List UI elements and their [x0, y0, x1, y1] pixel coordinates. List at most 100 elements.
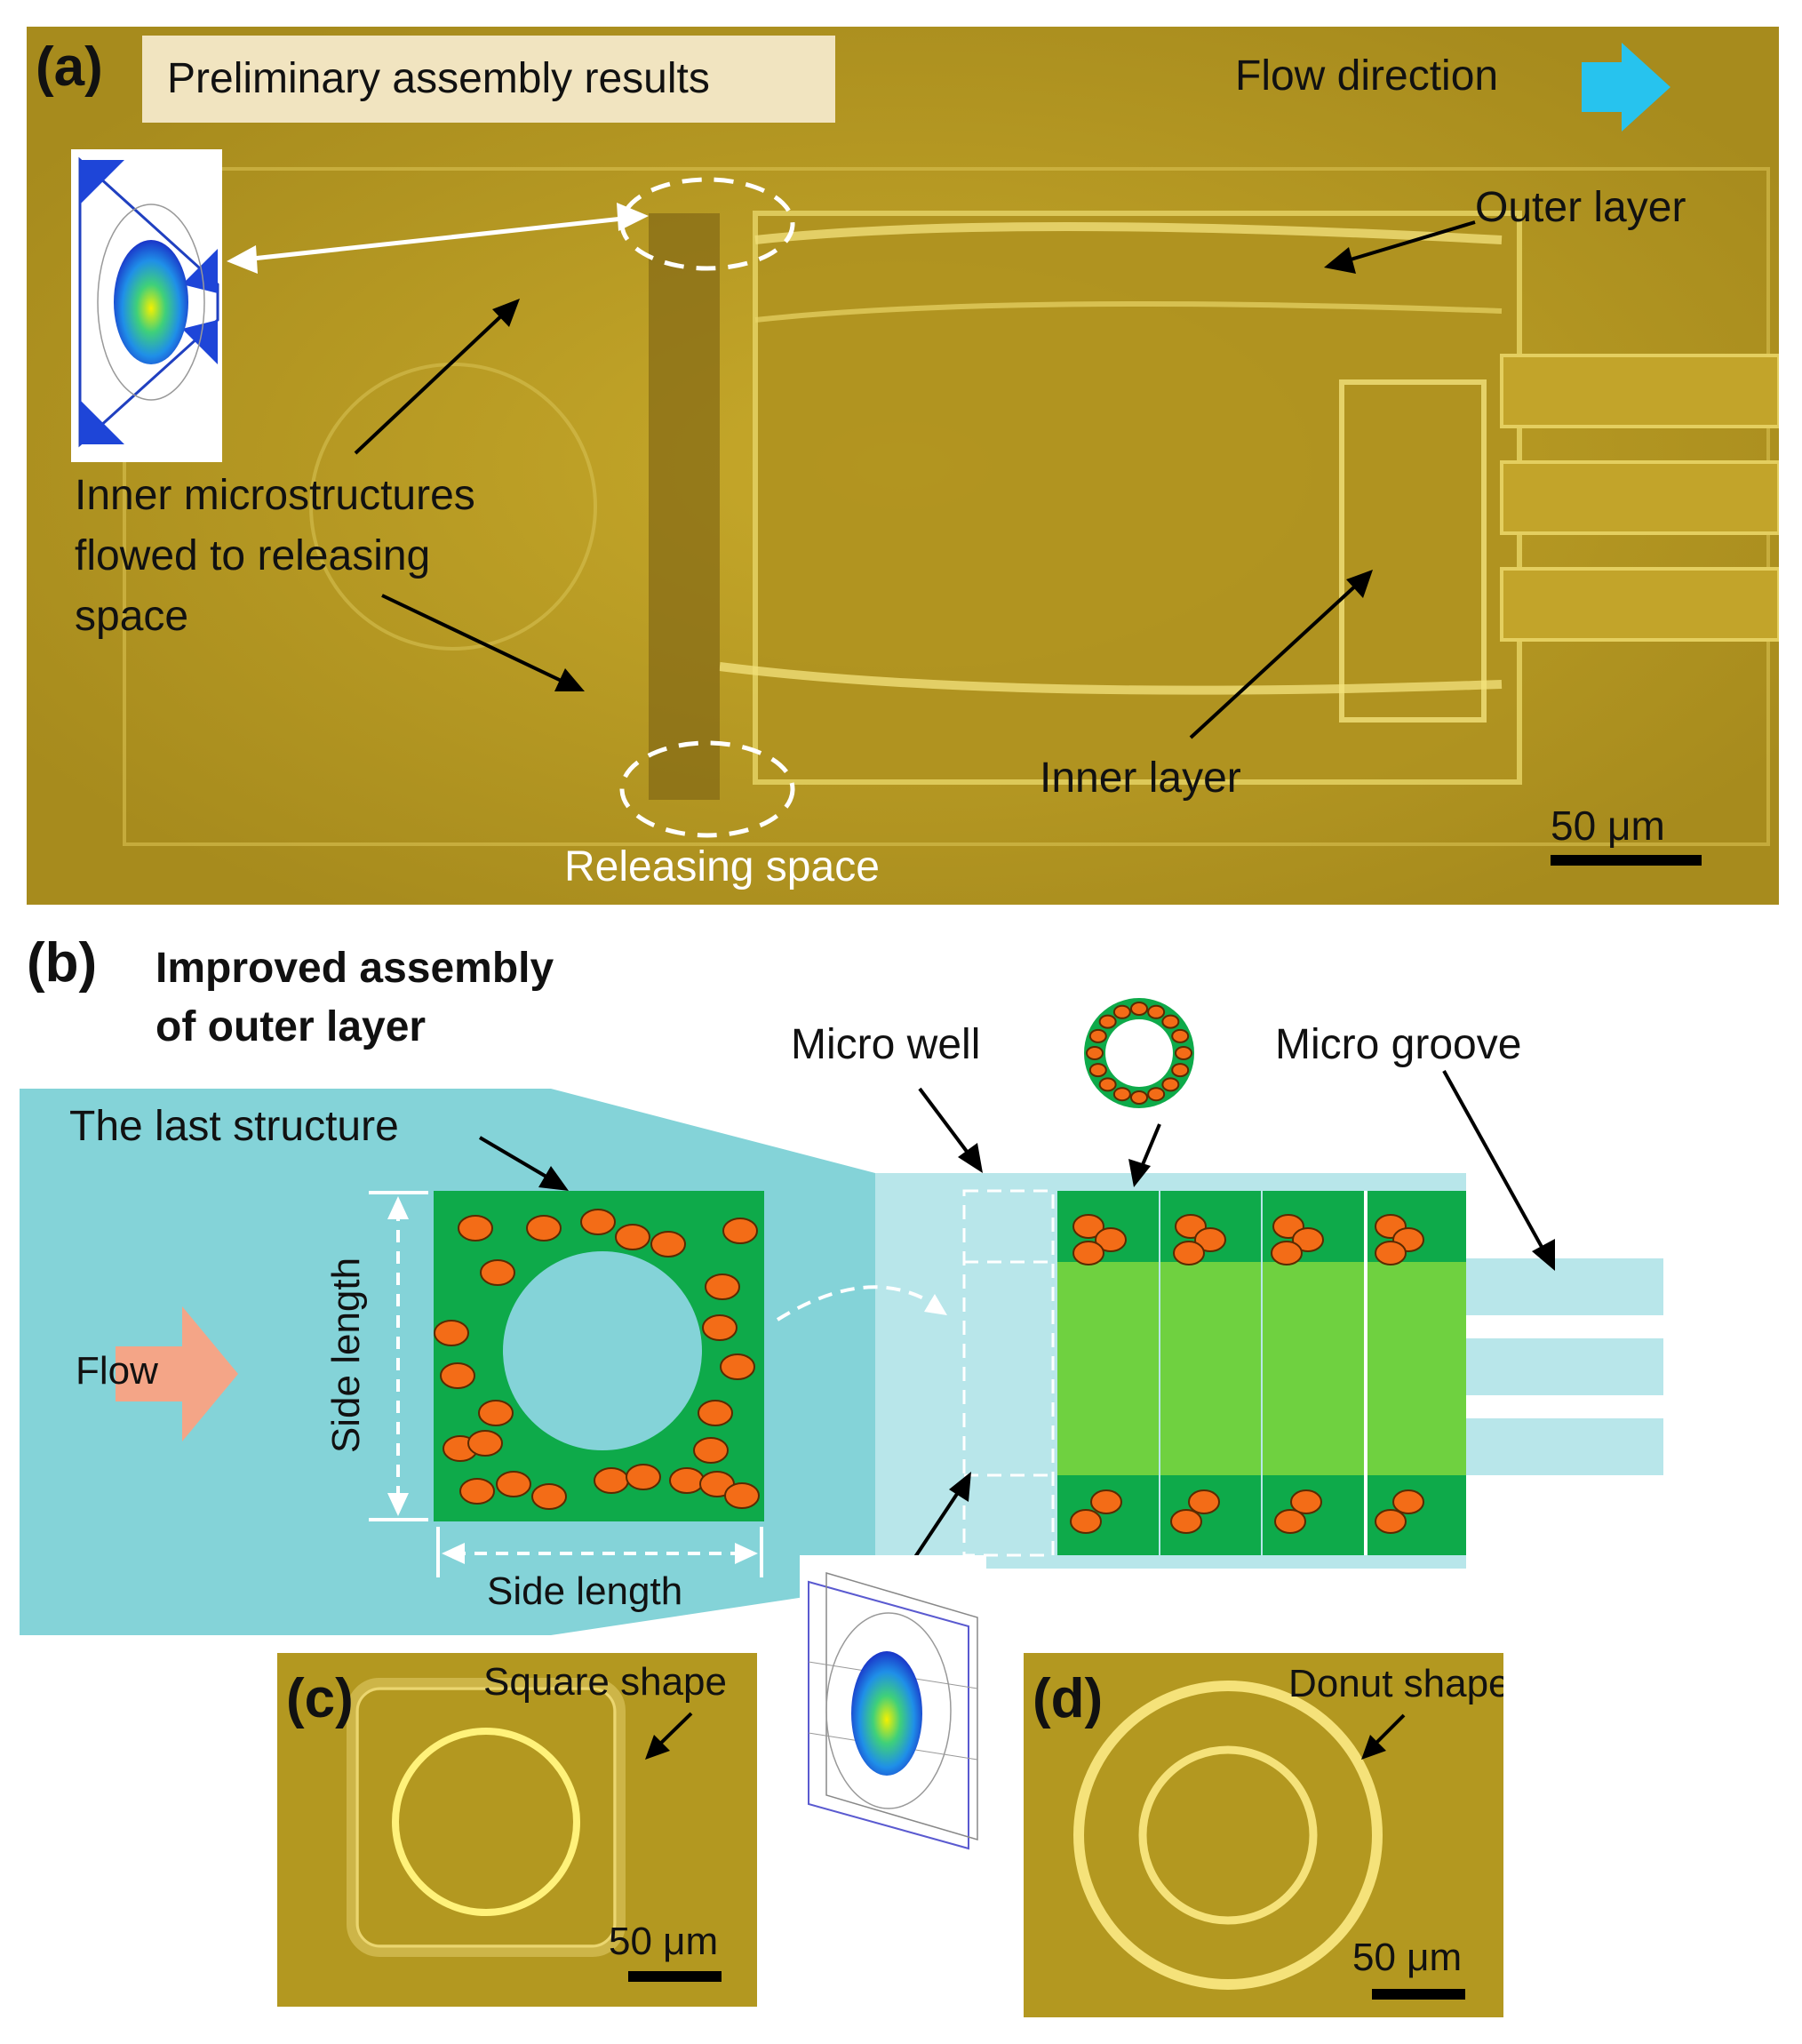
ring-cell: [1175, 1046, 1192, 1060]
ring-cell-group: [1086, 1002, 1192, 1105]
stack-cell: [1375, 1241, 1407, 1266]
cell: [720, 1353, 755, 1380]
outer-layer-label: Outer layer: [1475, 184, 1686, 231]
panel-b-schematic: [20, 998, 1663, 1635]
panel-d-micrograph: [1024, 1653, 1503, 2017]
donut-shape-label: Donut shape: [1288, 1662, 1503, 1705]
simulation-inset-b: [800, 1555, 986, 1857]
scale-bar-a: [1551, 855, 1702, 866]
cell: [440, 1362, 475, 1389]
transfer-dashed-arrow: [776, 1285, 947, 1321]
cell: [531, 1483, 567, 1510]
stack-cell: [1070, 1509, 1102, 1534]
panel-d: (d) Donut shape 50 μm: [1024, 1653, 1503, 2017]
cell: [496, 1471, 531, 1497]
ring-cell: [1112, 1087, 1131, 1102]
scale-bar-d-label: 50 μm: [1352, 1936, 1463, 1979]
ring-cell: [1098, 1014, 1117, 1029]
flow-direction-label: Flow direction: [1235, 52, 1499, 100]
cell: [480, 1259, 515, 1286]
ring-cell: [1161, 1014, 1180, 1029]
micro-well-label: Micro well: [791, 1021, 981, 1068]
panel-b-title-line-1: Improved assembly: [155, 945, 554, 992]
stack-cell: [1188, 1489, 1220, 1514]
micro-groove-2: [1466, 1338, 1663, 1395]
panel-label-d: (d): [1033, 1668, 1104, 1729]
the-last-structure-label: The last structure: [69, 1103, 399, 1150]
side-length-vertical-dimension: [369, 1191, 428, 1521]
square-shape-arrow-icon: [645, 1712, 693, 1760]
flow-arrow-icon: [116, 1306, 238, 1441]
releasing-space-ellipse-top: [619, 177, 795, 271]
cell: [526, 1215, 562, 1242]
banner-title: Preliminary assembly results: [142, 36, 835, 123]
inner-microstructures-line-1: Inner microstructures: [75, 472, 475, 519]
inner-microstructures-line-2: flowed to releasing: [75, 532, 431, 579]
inner-microstructures-line-3: space: [75, 593, 189, 640]
releasing-space-ellipse-bottom: [619, 740, 795, 838]
cell-group: [434, 1209, 1424, 1534]
ring-cell: [1088, 1063, 1107, 1078]
panel-b-title-line-2: of outer layer: [155, 1003, 427, 1050]
square-shape-label: Square shape: [483, 1660, 727, 1704]
cell: [459, 1478, 495, 1505]
side-length-horizontal-dimension: [436, 1527, 763, 1577]
stack-cell: [1274, 1509, 1306, 1534]
cell: [724, 1482, 760, 1509]
stack-cell: [1290, 1489, 1322, 1514]
stack-cell: [1072, 1214, 1104, 1239]
last-structure: [434, 1191, 764, 1521]
ring-cell: [1130, 1002, 1148, 1016]
cell: [615, 1224, 650, 1250]
stack-cell: [1194, 1227, 1226, 1252]
side-length-vertical-label: Side length: [324, 1257, 368, 1454]
cell: [693, 1437, 729, 1464]
cell: [458, 1215, 493, 1242]
cell: [705, 1274, 740, 1300]
scale-bar-c-label: 50 μm: [609, 1920, 719, 1963]
cell: [650, 1231, 686, 1258]
stack-cell: [1271, 1241, 1303, 1266]
cell: [722, 1218, 758, 1244]
stack-cell: [1392, 1489, 1424, 1514]
ring-cell: [1171, 1028, 1190, 1043]
panel-a-micrograph: [27, 27, 1779, 905]
panel-label-b: (b): [27, 932, 98, 994]
panel-a: (a) Preliminary assembly results Flow di…: [27, 27, 1779, 905]
cell: [702, 1314, 738, 1341]
panel-label-a: (a): [36, 36, 103, 98]
micro-groove-1: [1466, 1258, 1663, 1315]
inset-simulation-image: [71, 149, 222, 462]
cell: [467, 1430, 503, 1457]
ring-cell: [1147, 1087, 1166, 1102]
cell: [698, 1400, 733, 1426]
releasing-space-label: Releasing space: [564, 843, 880, 890]
ring-cell: [1171, 1063, 1190, 1078]
ring-cell: [1130, 1090, 1148, 1105]
ring-cell: [1147, 1004, 1166, 1019]
cell: [594, 1467, 629, 1494]
stack-cell: [1173, 1241, 1205, 1266]
stack-cell: [1292, 1227, 1324, 1252]
panel-c: (c) Square shape 50 μm: [277, 1653, 757, 2007]
pointer-arrows-b: [478, 1070, 1555, 1588]
double-arrow-icon: [227, 203, 649, 274]
ring-cell: [1161, 1077, 1180, 1092]
micro-groove-label: Micro groove: [1275, 1021, 1522, 1068]
scale-bar-d: [1372, 1989, 1465, 2000]
micro-well-dashed: [962, 1189, 1055, 1557]
cell: [626, 1464, 661, 1490]
stack-cell: [1072, 1241, 1104, 1266]
stack-cell: [1095, 1227, 1127, 1252]
cell: [434, 1320, 469, 1346]
scale-bar-a-label: 50 μm: [1551, 802, 1665, 849]
pointer-arrows: [354, 220, 1476, 739]
inner-layer-label: Inner layer: [1040, 755, 1241, 802]
panel-b: (b) Improved assembly of outer layer The…: [0, 915, 1802, 1644]
panel-label-c: (c): [286, 1668, 354, 1729]
micro-groove-3: [1466, 1418, 1663, 1475]
stack-cell: [1090, 1489, 1122, 1514]
donut-shape-arrow-icon: [1361, 1713, 1406, 1760]
scale-bar-c: [628, 1971, 722, 1982]
side-length-horizontal-label: Side length: [487, 1569, 683, 1613]
